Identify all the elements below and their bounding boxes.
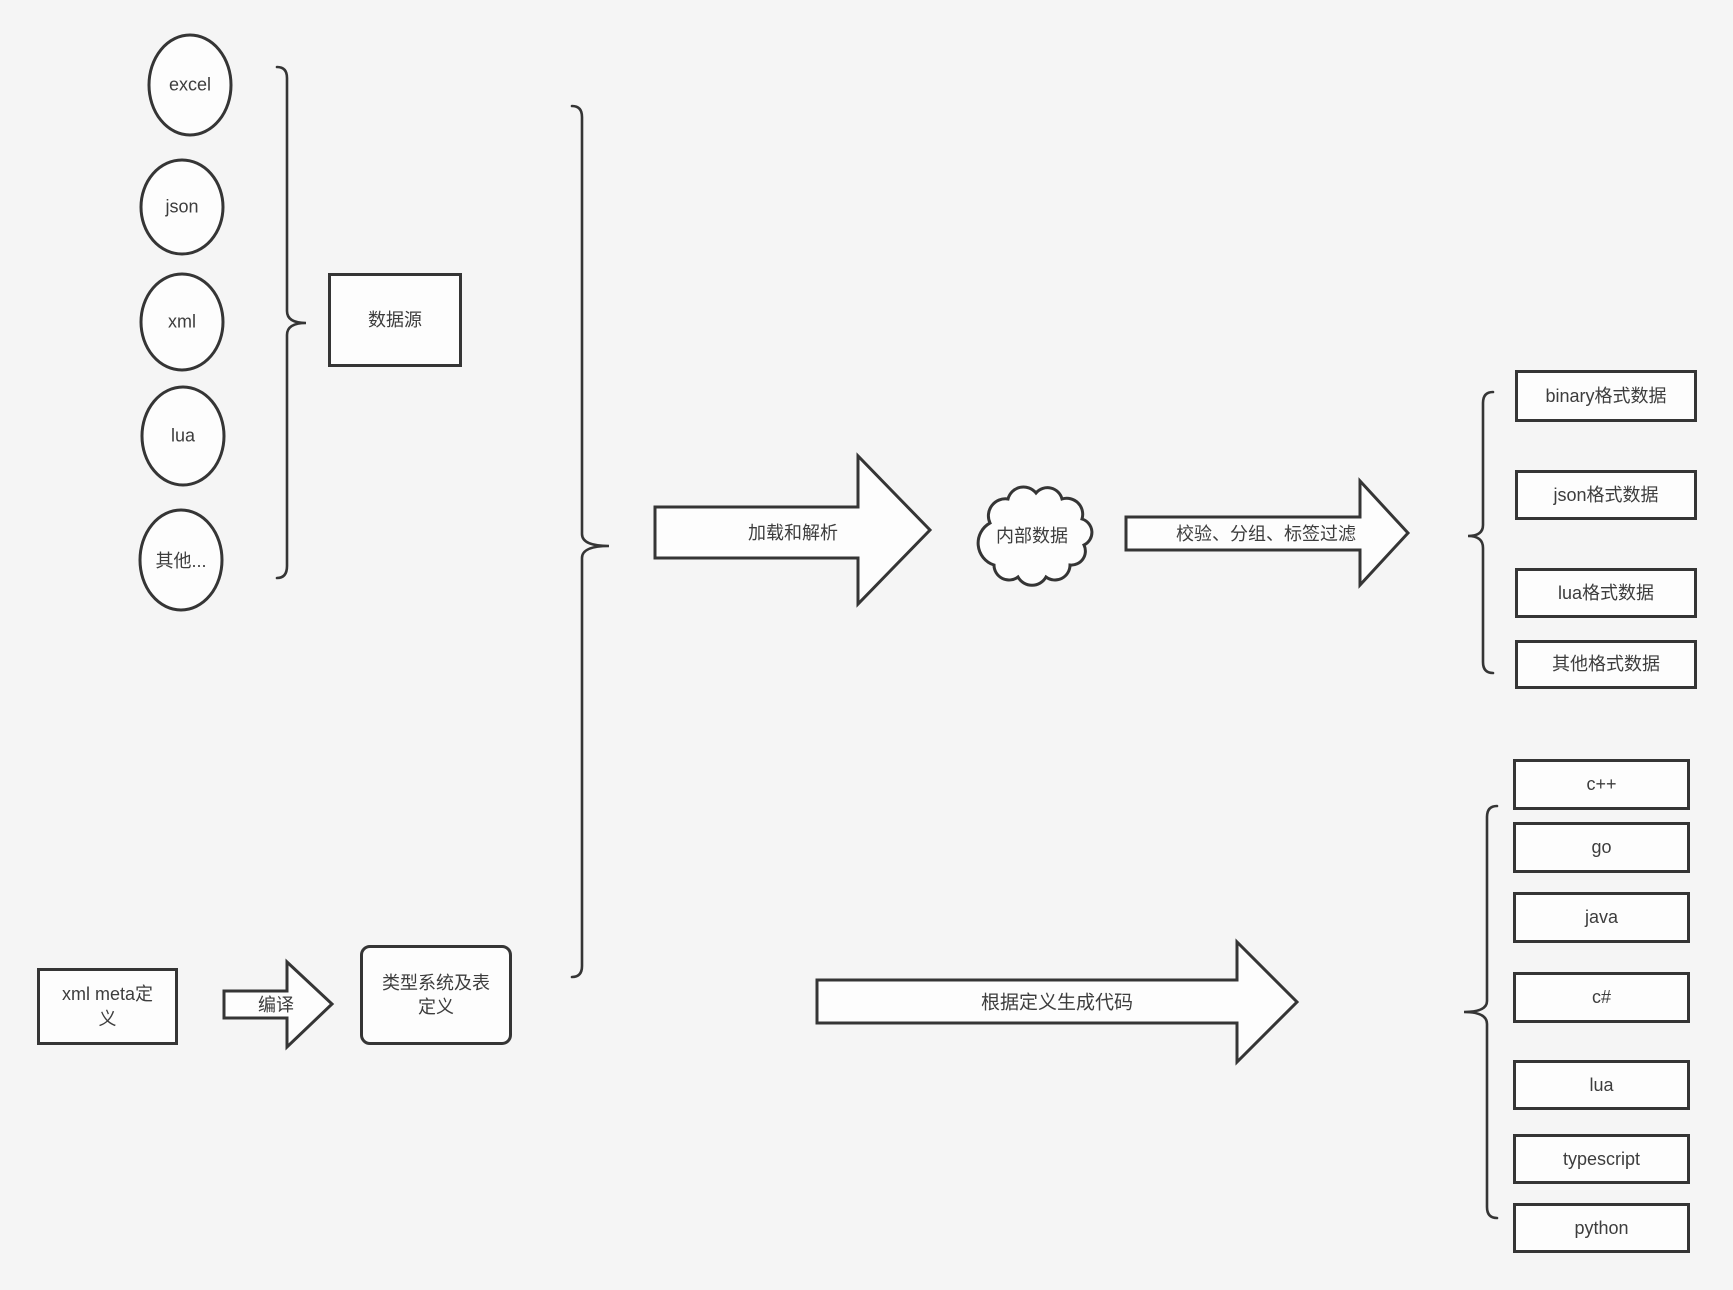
- node-lang-python: python: [1513, 1203, 1690, 1253]
- node-other-format: 其他格式数据: [1515, 640, 1697, 689]
- node-binary-format: binary格式数据: [1515, 370, 1697, 422]
- arrow-label-filter: 校验、分组、标签过滤: [1176, 524, 1356, 544]
- node-data-source: 数据源: [328, 273, 462, 367]
- arrow-label-codegen: 根据定义生成代码: [980, 992, 1134, 1014]
- node-type-system: 类型系统及表定义: [360, 945, 512, 1045]
- arrow-filter: [1124, 477, 1411, 589]
- ellipse-label-json: json: [165, 196, 199, 217]
- node-lua-format: lua格式数据: [1515, 568, 1697, 618]
- arrow-label-load-parse: 加载和解析: [748, 523, 838, 543]
- ellipse-label-lua: lua: [170, 425, 196, 446]
- cloud-shape: [976, 485, 1094, 587]
- ellipse-xml: [139, 272, 225, 372]
- node-xml-meta: xml meta定义: [37, 968, 178, 1045]
- node-lang-lua: lua: [1513, 1060, 1690, 1110]
- ellipse-label-excel: excel: [168, 74, 212, 95]
- brace-output-formats: [1467, 390, 1495, 675]
- brace-all-inputs: [570, 104, 610, 979]
- ellipse-label-xml: xml: [168, 311, 196, 332]
- ellipse-excel: [147, 33, 233, 137]
- node-json-format: json格式数据: [1515, 470, 1697, 520]
- arrow-codegen: [815, 938, 1300, 1066]
- ellipse-json: [139, 158, 225, 256]
- brace-languages: [1463, 804, 1499, 1220]
- ellipse-label-others: 其他...: [155, 551, 207, 571]
- arrow-label-compile: 编译: [258, 995, 294, 1015]
- cloud-label-internal-data: 内部数据: [996, 526, 1068, 546]
- node-lang-java: java: [1513, 892, 1690, 943]
- arrow-load-parse: [653, 452, 933, 608]
- node-lang-csharp: c#: [1513, 972, 1690, 1023]
- node-lang-go: go: [1513, 822, 1690, 873]
- node-lang-typescript: typescript: [1513, 1134, 1690, 1184]
- node-lang-cpp: c++: [1513, 759, 1690, 810]
- brace-sources: [275, 65, 307, 580]
- ellipse-others: [138, 508, 224, 612]
- arrow-compile: [222, 958, 335, 1051]
- ellipse-lua: [140, 385, 226, 487]
